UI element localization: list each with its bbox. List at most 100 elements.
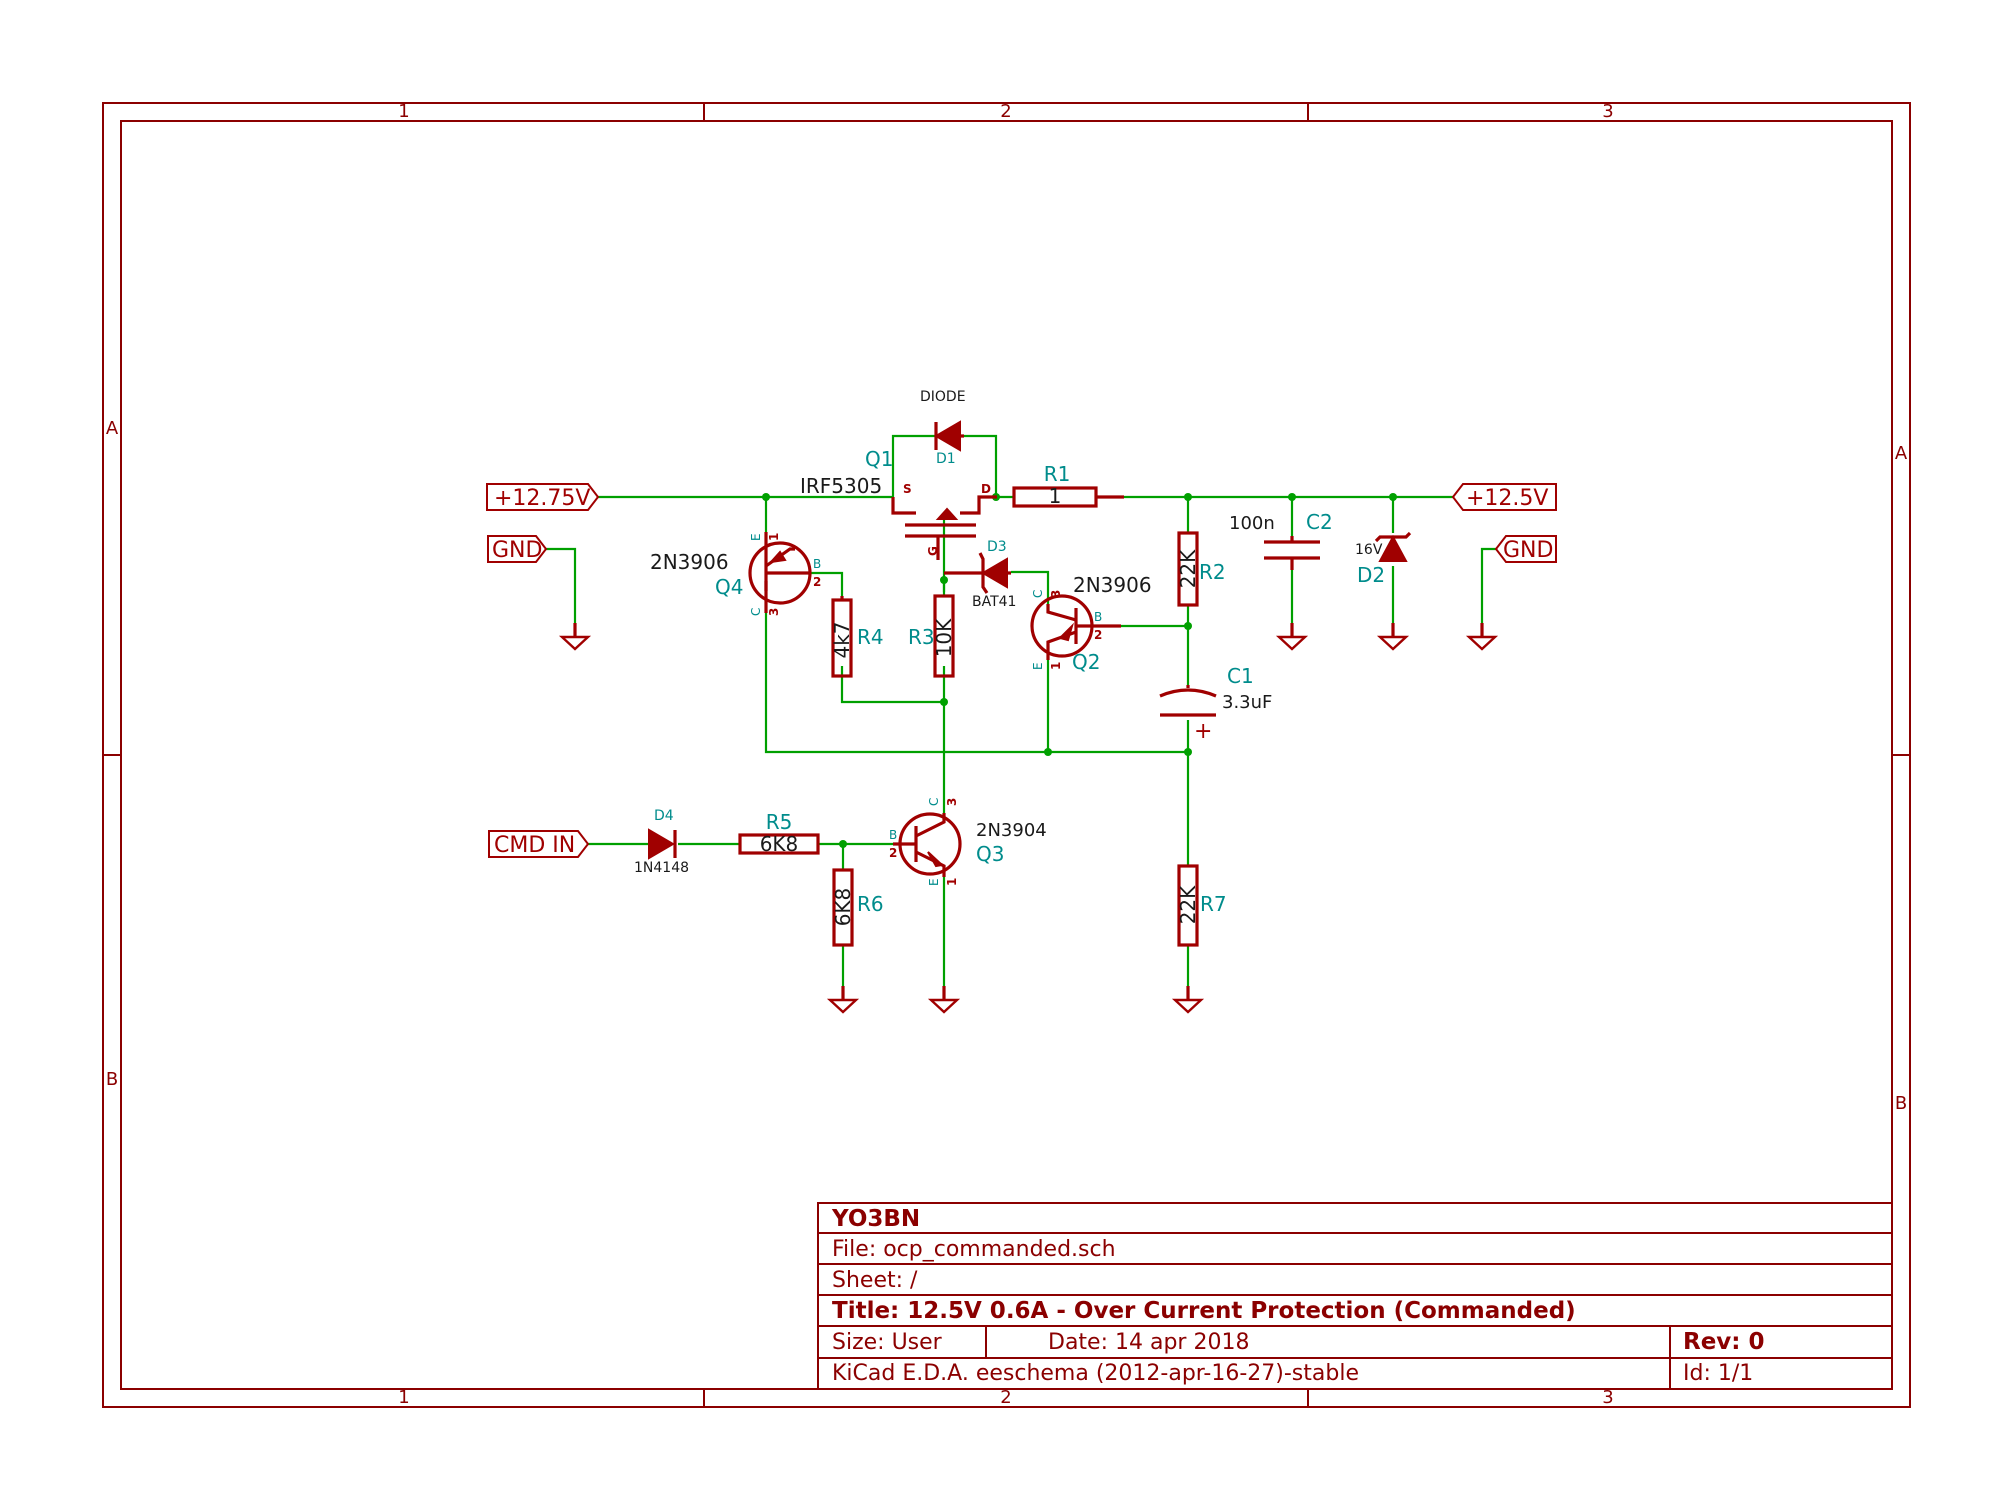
junctions: [762, 493, 1397, 848]
q2-ref: Q2: [1072, 650, 1100, 674]
svg-text:2: 2: [1094, 628, 1102, 642]
r1-ref: R1: [1044, 462, 1071, 486]
resistor-r5: 6K8 R5: [738, 810, 820, 856]
svg-text:1: 1: [945, 878, 959, 886]
c1-ref: C1: [1227, 664, 1254, 688]
label-vout: +12.5V: [1451, 483, 1557, 511]
frame-column-2-bottom: 2: [1000, 1387, 1011, 1408]
mosfet-q1: S D G Q1 IRF5305: [800, 447, 997, 560]
d3-ref: D3: [987, 539, 1007, 555]
svg-text:C: C: [1031, 590, 1045, 598]
svg-text:2: 2: [813, 575, 821, 589]
r2-value: 22K: [1176, 549, 1200, 588]
frame-column-1-bottom: 1: [398, 1387, 409, 1408]
svg-text:B: B: [1094, 610, 1102, 624]
wires: [546, 434, 1496, 1000]
q3-ref: Q3: [976, 842, 1004, 866]
frame-row-b-right: B: [1895, 1093, 1907, 1114]
svg-text:G: G: [926, 546, 940, 556]
q2-value: 2N3906: [1073, 573, 1152, 597]
capacitor-c2: 100n C2: [1229, 510, 1333, 570]
q4-ref: Q4: [715, 575, 743, 599]
title-block-sheet: Sheet: /: [832, 1268, 918, 1293]
d1-value: DIODE: [920, 389, 966, 405]
transistor-q3: C 3 B 2 E 1 2N3904 Q3: [889, 798, 1047, 886]
d2-ref: D2: [1357, 563, 1385, 587]
title-block: YO3BN File: ocp_commanded.sch Sheet: / T…: [817, 1202, 1893, 1390]
c1-plus: +: [1194, 719, 1212, 744]
frame-row-b: B: [106, 1069, 118, 1090]
c1-value: 3.3uF: [1222, 692, 1272, 713]
diode-d4: D4 1N4148: [634, 808, 689, 876]
title-block-id: Id: 1/1: [1683, 1361, 1753, 1386]
frame-row-a-right: A: [1895, 443, 1908, 464]
r4-value: 4k7: [830, 621, 854, 658]
svg-text:D: D: [981, 482, 991, 496]
resistor-r2: 22K R2: [1176, 531, 1226, 607]
q1-value: IRF5305: [800, 474, 882, 498]
d3-value: BAT41: [972, 594, 1016, 610]
r1-value: 1: [1049, 484, 1062, 508]
svg-text:C: C: [749, 608, 763, 616]
svg-text:2: 2: [889, 846, 897, 860]
q1-ref: Q1: [865, 447, 893, 471]
diode-d3: D3 BAT41: [944, 539, 1016, 610]
sheet-frame: 1 2 3 1 2 3 A B A B: [102, 101, 1911, 1408]
svg-text:CMD IN: CMD IN: [494, 833, 575, 858]
svg-text:B: B: [889, 828, 897, 842]
title-block-rev: Rev: 0: [1683, 1329, 1765, 1355]
label-cmd-in: CMD IN: [488, 830, 590, 858]
svg-text:3: 3: [1049, 590, 1063, 598]
frame-column-3: 3: [1602, 101, 1613, 122]
r5-ref: R5: [766, 810, 793, 834]
svg-text:S: S: [903, 482, 912, 496]
svg-text:3: 3: [767, 608, 781, 616]
r3-ref: R3: [908, 625, 935, 649]
label-gnd-right: GND: [1494, 535, 1557, 563]
r7-value: 22K: [1176, 885, 1200, 924]
transistor-q4: E 1 B 2 C 3 2N3906 Q4: [650, 532, 821, 616]
capacitor-c1: + C1 3.3uF: [1159, 664, 1272, 744]
ground-symbols: [560, 621, 1497, 1014]
r6-ref: R6: [857, 892, 884, 916]
svg-text:GND: GND: [1503, 538, 1553, 563]
frame-column-3-bottom: 3: [1602, 1387, 1613, 1408]
r7-ref: R7: [1200, 892, 1227, 916]
title-block-tool: KiCad E.D.A. eeschema (2012-apr-16-27)-s…: [832, 1361, 1359, 1386]
resistor-r4: 4k7 R4: [830, 596, 884, 678]
r3-value: 10K: [932, 618, 956, 657]
c2-ref: C2: [1306, 510, 1333, 534]
svg-text:E: E: [927, 878, 941, 886]
q3-value: 2N3904: [976, 820, 1047, 841]
svg-text:C: C: [927, 798, 941, 806]
svg-text:3: 3: [945, 798, 959, 806]
title-block-title: Title: 12.5V 0.6A - Over Current Protect…: [832, 1298, 1576, 1324]
svg-text:+12.75V: +12.75V: [494, 486, 590, 511]
title-block-file: File: ocp_commanded.sch: [832, 1237, 1116, 1262]
resistor-r6: 6K8 R6: [831, 868, 884, 947]
label-gnd-left: GND: [487, 535, 548, 563]
transistor-q2: C 3 B 2 E 1 2N3906 Q2: [1030, 573, 1152, 674]
svg-text:E: E: [749, 533, 763, 541]
zener-d2: 16V D2: [1355, 531, 1412, 587]
svg-text:1: 1: [1049, 662, 1063, 670]
svg-text:+12.5V: +12.5V: [1466, 486, 1548, 511]
resistor-r3: 10K R3: [908, 594, 956, 678]
resistor-r1: 1 R1: [1012, 462, 1124, 508]
r4-ref: R4: [857, 625, 884, 649]
d4-ref: D4: [654, 808, 674, 824]
d2-value: 16V: [1355, 542, 1383, 558]
frame-column-1: 1: [398, 101, 409, 122]
resistor-r7: 22K R7: [1176, 864, 1227, 947]
diode-d1: DIODE D1: [920, 389, 966, 467]
q4-value: 2N3906: [650, 550, 729, 574]
r6-value: 6K8: [831, 888, 855, 927]
frame-row-a: A: [106, 418, 119, 439]
svg-text:E: E: [1031, 662, 1045, 670]
label-vin: +12.75V: [486, 483, 600, 511]
d1-ref: D1: [936, 451, 956, 467]
title-block-company: YO3BN: [831, 1206, 920, 1232]
frame-column-2: 2: [1000, 101, 1011, 122]
c2-value: 100n: [1229, 513, 1275, 534]
